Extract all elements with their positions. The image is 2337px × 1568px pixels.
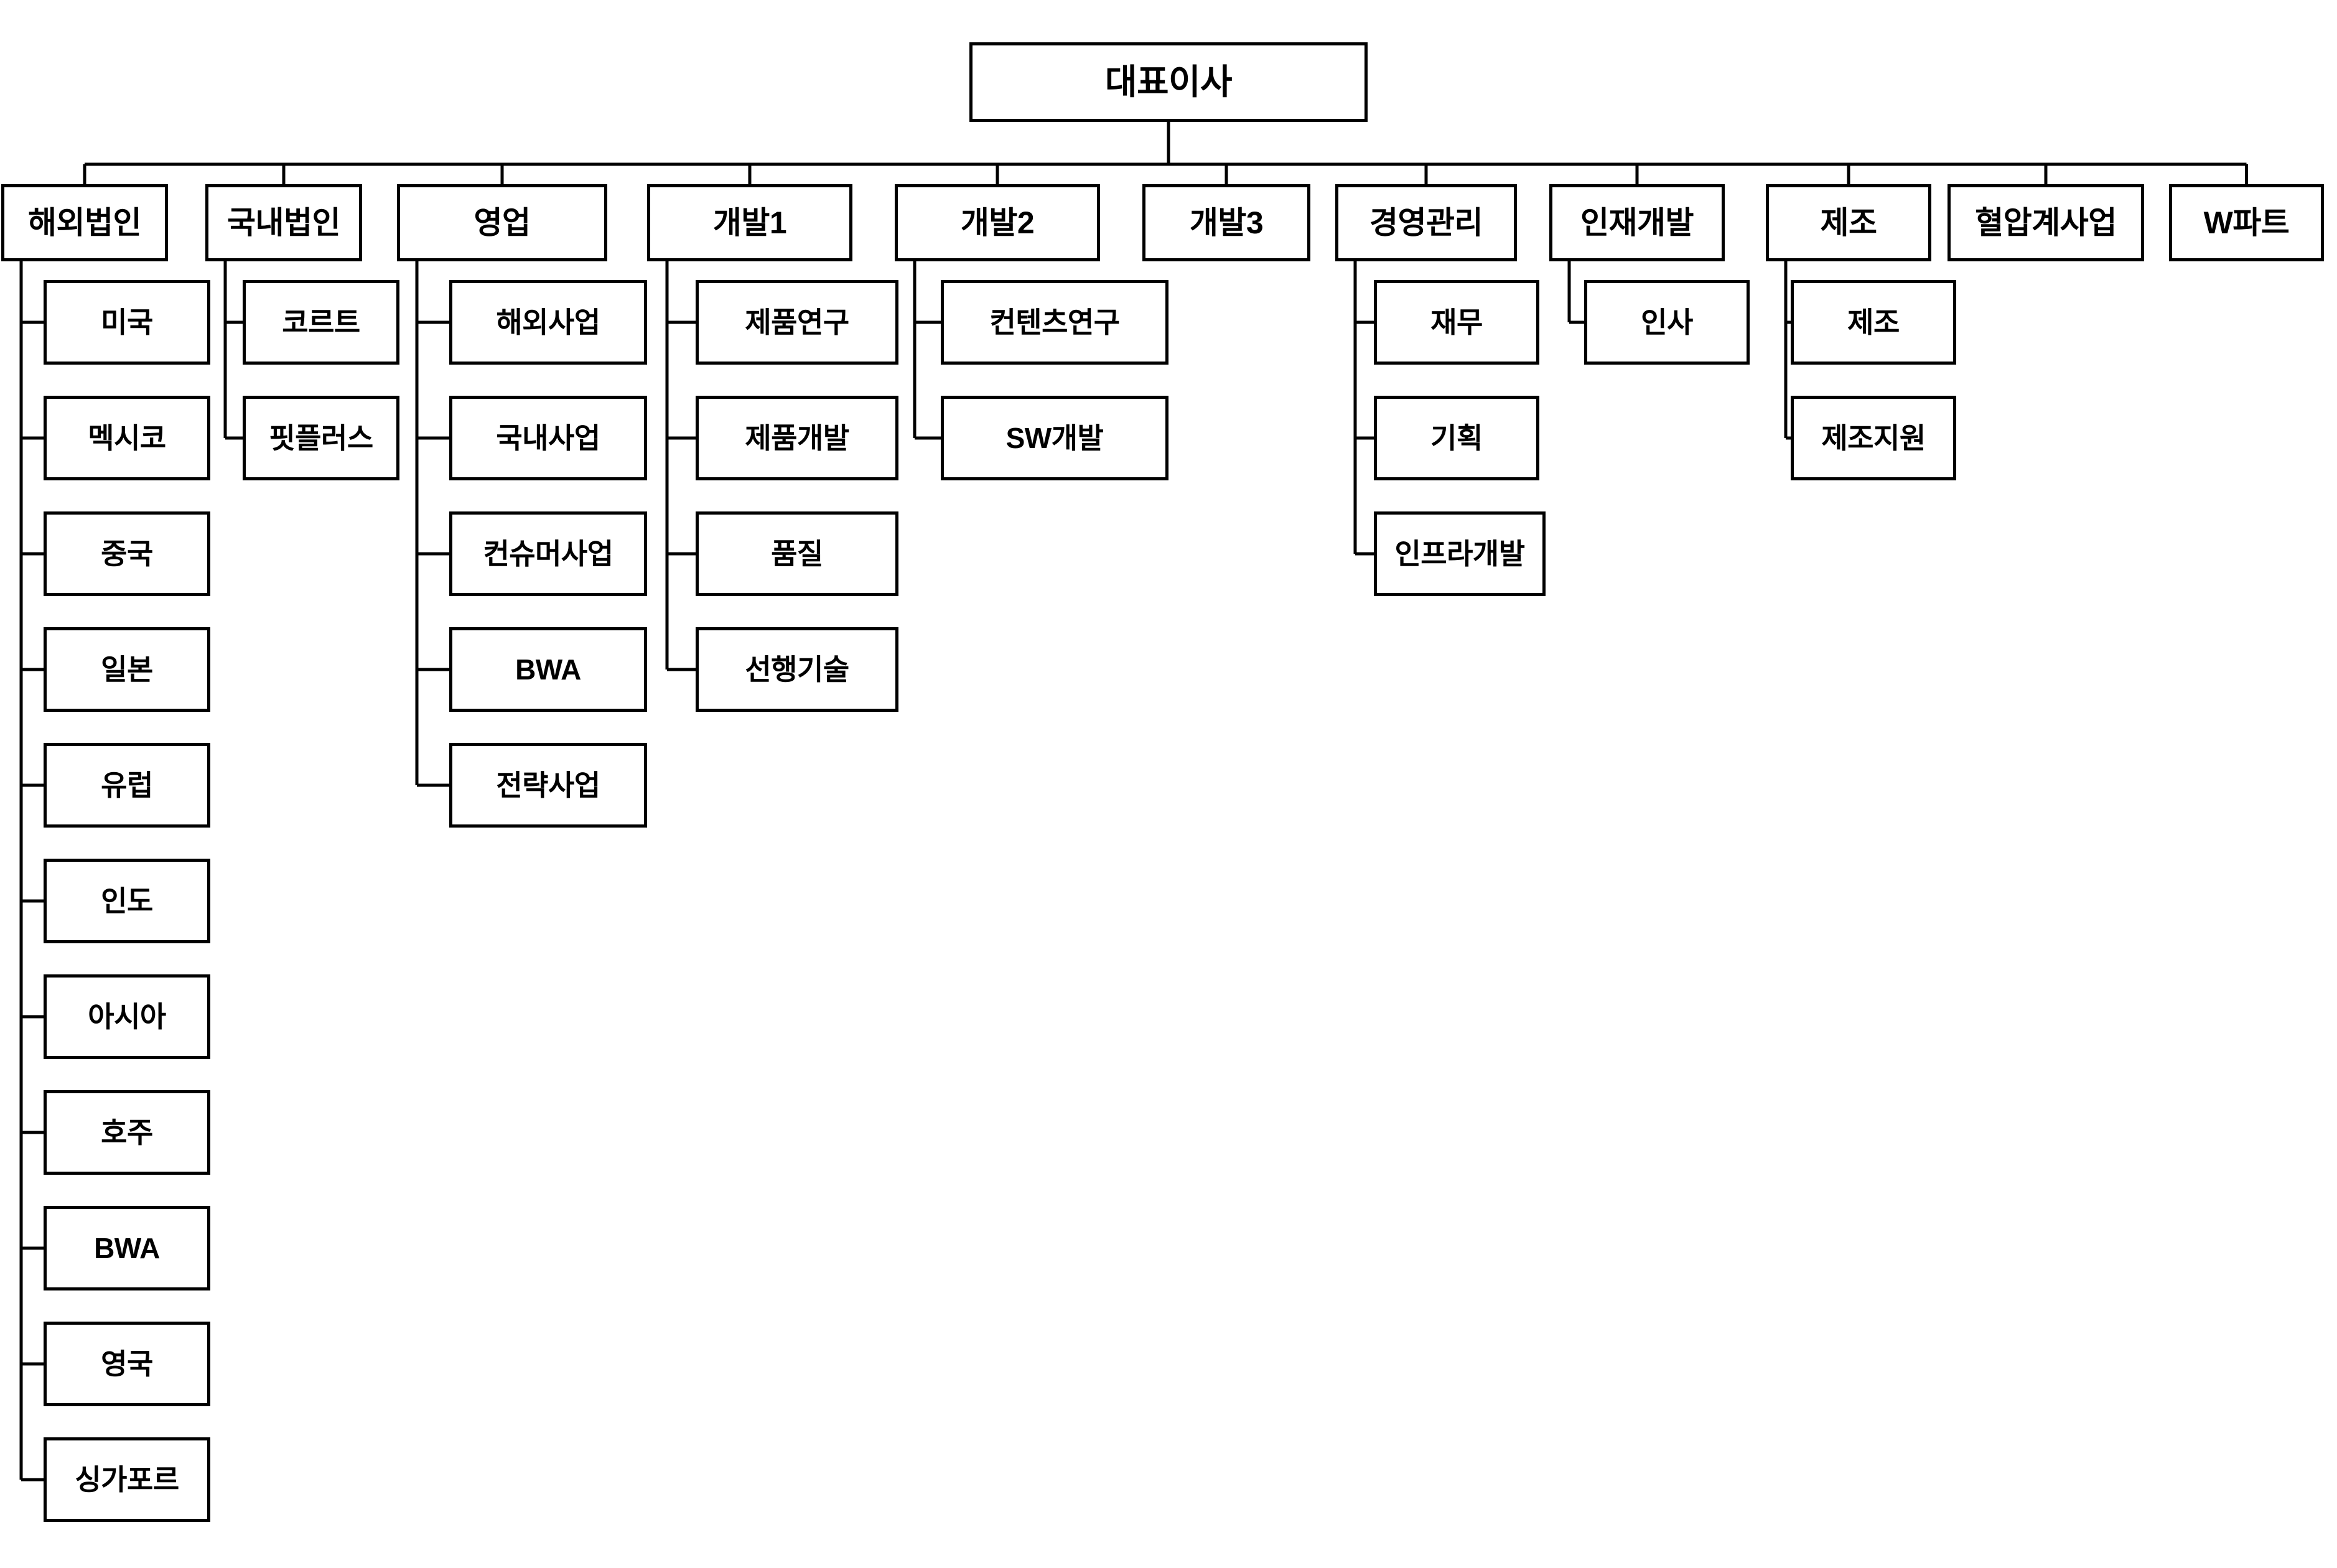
child-node-재무-label: 재무 bbox=[1430, 306, 1483, 338]
child-node-sw개발[interactable]: SW개발 bbox=[941, 396, 1168, 480]
child-node-선행기술-label: 선행기술 bbox=[745, 653, 849, 686]
child-node-핏플러스[interactable]: 핏플러스 bbox=[243, 396, 399, 480]
child-node-제조-label: 제조 bbox=[1847, 306, 1900, 338]
department-node-혈압계사업-label: 혈압계사업 bbox=[1975, 205, 2117, 240]
department-node-제조[interactable]: 제조 bbox=[1766, 184, 1931, 261]
department-node-w파트-label: W파트 bbox=[2203, 205, 2290, 240]
child-node-bwa[interactable]: BWA bbox=[44, 1206, 210, 1290]
child-node-영국[interactable]: 영국 bbox=[44, 1322, 210, 1406]
child-node-인사[interactable]: 인사 bbox=[1584, 280, 1750, 365]
child-node-호주[interactable]: 호주 bbox=[44, 1090, 210, 1175]
department-node-개발3-label: 개발3 bbox=[1189, 205, 1264, 240]
child-node-bwa-label: BWA bbox=[94, 1231, 160, 1264]
department-node-개발1-label: 개발1 bbox=[712, 205, 787, 240]
child-node-핏플러스-label: 핏플러스 bbox=[269, 421, 373, 454]
child-node-컨슈머사업[interactable]: 컨슈머사업 bbox=[449, 511, 647, 596]
child-node-중국[interactable]: 중국 bbox=[44, 511, 210, 596]
child-node-재무[interactable]: 재무 bbox=[1374, 280, 1539, 365]
department-node-혈압계사업[interactable]: 혈압계사업 bbox=[1948, 184, 2144, 261]
child-node-컨텐츠연구-label: 컨텐츠연구 bbox=[989, 306, 1120, 338]
department-node-경영관리-label: 경영관리 bbox=[1369, 205, 1483, 240]
child-node-인도-label: 인도 bbox=[101, 884, 153, 917]
child-node-코르트[interactable]: 코르트 bbox=[243, 280, 399, 365]
child-node-아시아-label: 아시아 bbox=[88, 1000, 166, 1033]
child-node-전략사업[interactable]: 전략사업 bbox=[449, 743, 647, 828]
child-node-선행기술[interactable]: 선행기술 bbox=[696, 627, 898, 712]
child-node-멕시코-label: 멕시코 bbox=[88, 421, 166, 454]
child-node-중국-label: 중국 bbox=[101, 537, 153, 570]
child-node-제품개발[interactable]: 제품개발 bbox=[696, 396, 898, 480]
child-node-유럽-label: 유럽 bbox=[101, 768, 153, 801]
department-node-개발3[interactable]: 개발3 bbox=[1142, 184, 1310, 261]
child-node-미국[interactable]: 미국 bbox=[44, 280, 210, 365]
department-node-국내법인-label: 국내법인 bbox=[227, 205, 341, 240]
child-node-유럽[interactable]: 유럽 bbox=[44, 743, 210, 828]
child-node-미국-label: 미국 bbox=[101, 306, 153, 338]
department-node-개발2[interactable]: 개발2 bbox=[895, 184, 1100, 261]
child-node-해외사업-label: 해외사업 bbox=[496, 306, 600, 338]
department-node-개발1[interactable]: 개발1 bbox=[647, 184, 852, 261]
child-node-bwa-label: BWA bbox=[515, 653, 581, 686]
child-node-코르트-label: 코르트 bbox=[282, 306, 360, 338]
department-node-제조-label: 제조 bbox=[1820, 205, 1878, 240]
child-node-싱가포르[interactable]: 싱가포르 bbox=[44, 1437, 210, 1522]
child-node-bwa[interactable]: BWA bbox=[449, 627, 647, 712]
child-node-일본[interactable]: 일본 bbox=[44, 627, 210, 712]
department-node-해외법인[interactable]: 해외법인 bbox=[1, 184, 168, 261]
department-node-개발2-label: 개발2 bbox=[960, 205, 1035, 240]
department-node-해외법인-label: 해외법인 bbox=[28, 205, 142, 240]
child-node-제조지원[interactable]: 제조지원 bbox=[1791, 396, 1956, 480]
child-node-전략사업-label: 전략사업 bbox=[496, 768, 600, 801]
child-node-국내사업-label: 국내사업 bbox=[496, 421, 600, 454]
child-node-제조[interactable]: 제조 bbox=[1791, 280, 1956, 365]
child-node-기획-label: 기획 bbox=[1430, 421, 1483, 454]
child-node-제조지원-label: 제조지원 bbox=[1821, 421, 1926, 454]
child-node-품질[interactable]: 품질 bbox=[696, 511, 898, 596]
child-node-인사-label: 인사 bbox=[1641, 306, 1693, 338]
child-node-아시아[interactable]: 아시아 bbox=[44, 974, 210, 1059]
root-node-대표이사-label: 대표이사 bbox=[1104, 62, 1233, 102]
child-node-품질-label: 품질 bbox=[771, 537, 823, 570]
child-node-sw개발-label: SW개발 bbox=[1005, 421, 1104, 454]
child-node-인프라개발-label: 인프라개발 bbox=[1394, 537, 1525, 570]
child-node-제품연구[interactable]: 제품연구 bbox=[696, 280, 898, 365]
child-node-제품연구-label: 제품연구 bbox=[745, 306, 849, 338]
root-node-대표이사[interactable]: 대표이사 bbox=[969, 42, 1368, 122]
child-node-해외사업[interactable]: 해외사업 bbox=[449, 280, 647, 365]
child-node-인도[interactable]: 인도 bbox=[44, 859, 210, 943]
child-node-인프라개발[interactable]: 인프라개발 bbox=[1374, 511, 1546, 596]
department-node-w파트[interactable]: W파트 bbox=[2169, 184, 2324, 261]
child-node-영국-label: 영국 bbox=[101, 1347, 153, 1380]
child-node-호주-label: 호주 bbox=[101, 1116, 153, 1149]
department-node-인재개발-label: 인재개발 bbox=[1580, 205, 1694, 240]
child-node-컨슈머사업-label: 컨슈머사업 bbox=[483, 537, 613, 570]
child-node-싱가포르-label: 싱가포르 bbox=[75, 1463, 179, 1496]
department-node-영업[interactable]: 영업 bbox=[397, 184, 607, 261]
department-node-인재개발[interactable]: 인재개발 bbox=[1549, 184, 1725, 261]
child-node-컨텐츠연구[interactable]: 컨텐츠연구 bbox=[941, 280, 1168, 365]
department-node-영업-label: 영업 bbox=[473, 205, 531, 240]
child-node-기획[interactable]: 기획 bbox=[1374, 396, 1539, 480]
child-node-국내사업[interactable]: 국내사업 bbox=[449, 396, 647, 480]
child-node-일본-label: 일본 bbox=[101, 653, 153, 686]
department-node-경영관리[interactable]: 경영관리 bbox=[1335, 184, 1517, 261]
child-node-제품개발-label: 제품개발 bbox=[745, 421, 849, 454]
department-node-국내법인[interactable]: 국내법인 bbox=[205, 184, 362, 261]
child-node-멕시코[interactable]: 멕시코 bbox=[44, 396, 210, 480]
